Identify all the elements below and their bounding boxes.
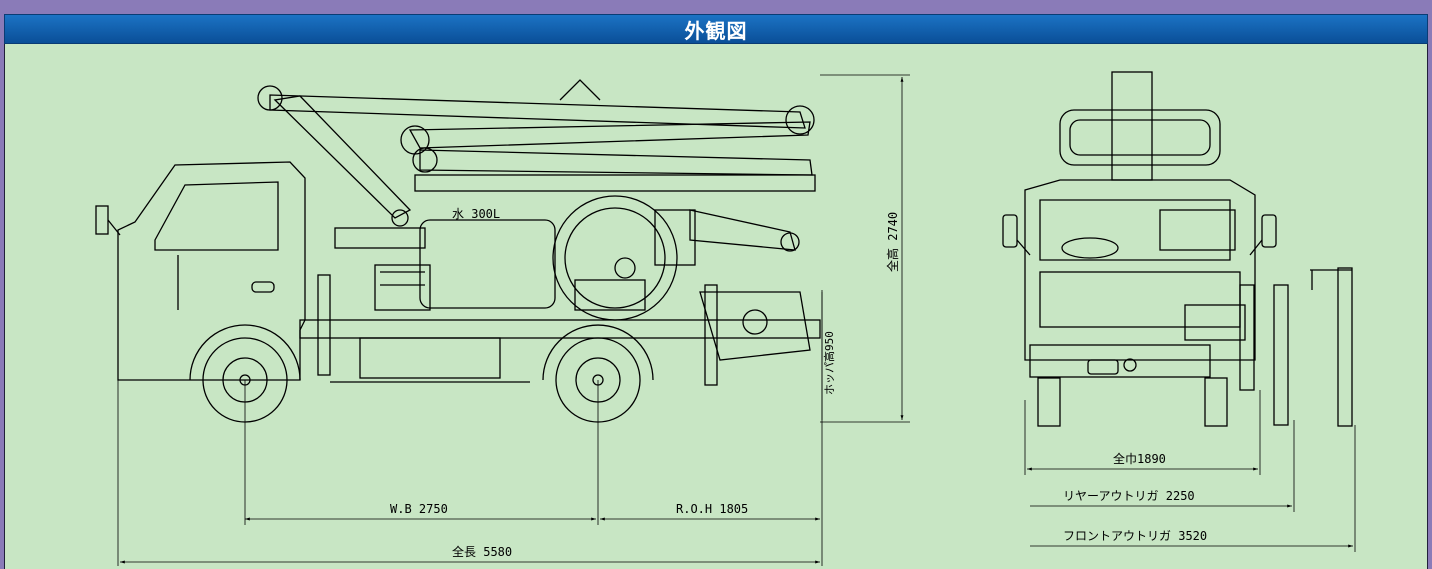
chassis-frame — [299, 319, 821, 339]
turret — [334, 227, 426, 249]
boom-lower — [419, 149, 813, 176]
boom-middle — [408, 121, 811, 149]
drum — [552, 195, 678, 321]
drawing-panel — [4, 44, 1428, 569]
discharge-arm — [689, 209, 796, 251]
boom-pivot — [559, 79, 601, 101]
overall-height-label: 全高 2740 — [885, 212, 900, 272]
mirror-left — [1002, 214, 1018, 248]
front-bumper — [1029, 344, 1211, 378]
boom-upper — [269, 94, 806, 129]
rear-outrigger-leg — [704, 284, 718, 386]
water-tank — [419, 219, 556, 309]
front-windshield — [1039, 199, 1231, 261]
overall-length-label: 全長 5580 — [452, 544, 512, 559]
front-tyre-left — [1037, 377, 1061, 427]
side-dimensions — [117, 74, 910, 566]
rear-outrigger-label: リヤーアウトリガ 2250 — [1063, 489, 1195, 503]
wheelbase-label: W.B 2750 — [390, 502, 448, 516]
front-grille — [1039, 271, 1241, 328]
boom-base — [414, 174, 816, 192]
side-mirror — [95, 205, 109, 235]
cab-outline — [117, 161, 306, 381]
boom-vertical — [273, 95, 412, 219]
front-outrigger-label: フロントアウトリガ 3520 — [1063, 529, 1207, 543]
front-tyre-right — [1204, 377, 1228, 427]
hopper-height-label: ホッパ高950 — [822, 331, 836, 395]
cab-door-handle — [251, 281, 275, 293]
front-boom-post — [1111, 71, 1153, 181]
front-view-truck — [1002, 71, 1353, 427]
front-boom-loop — [1059, 109, 1221, 166]
page-title: 外観図 — [684, 18, 748, 43]
water-tank-label: 水 300L — [452, 207, 500, 221]
rear-outrigger-left — [1239, 284, 1255, 391]
cab-window — [154, 181, 279, 251]
fuel-tank — [359, 337, 501, 379]
rear-outrigger-right — [1273, 284, 1289, 426]
rear-overhang-label: R.O.H 1805 — [676, 502, 748, 516]
title-bar: 外観図 — [4, 14, 1428, 44]
mirror-right — [1261, 214, 1277, 248]
front-dimensions — [1024, 390, 1356, 552]
side-view-truck — [95, 79, 821, 423]
front-outrigger-leg — [317, 274, 331, 376]
overall-width-label: 全巾1890 — [1113, 451, 1166, 466]
hopper — [699, 291, 811, 361]
front-outrigger-right — [1337, 267, 1353, 427]
control-box — [654, 209, 696, 266]
front-cab-outline — [1024, 179, 1256, 361]
